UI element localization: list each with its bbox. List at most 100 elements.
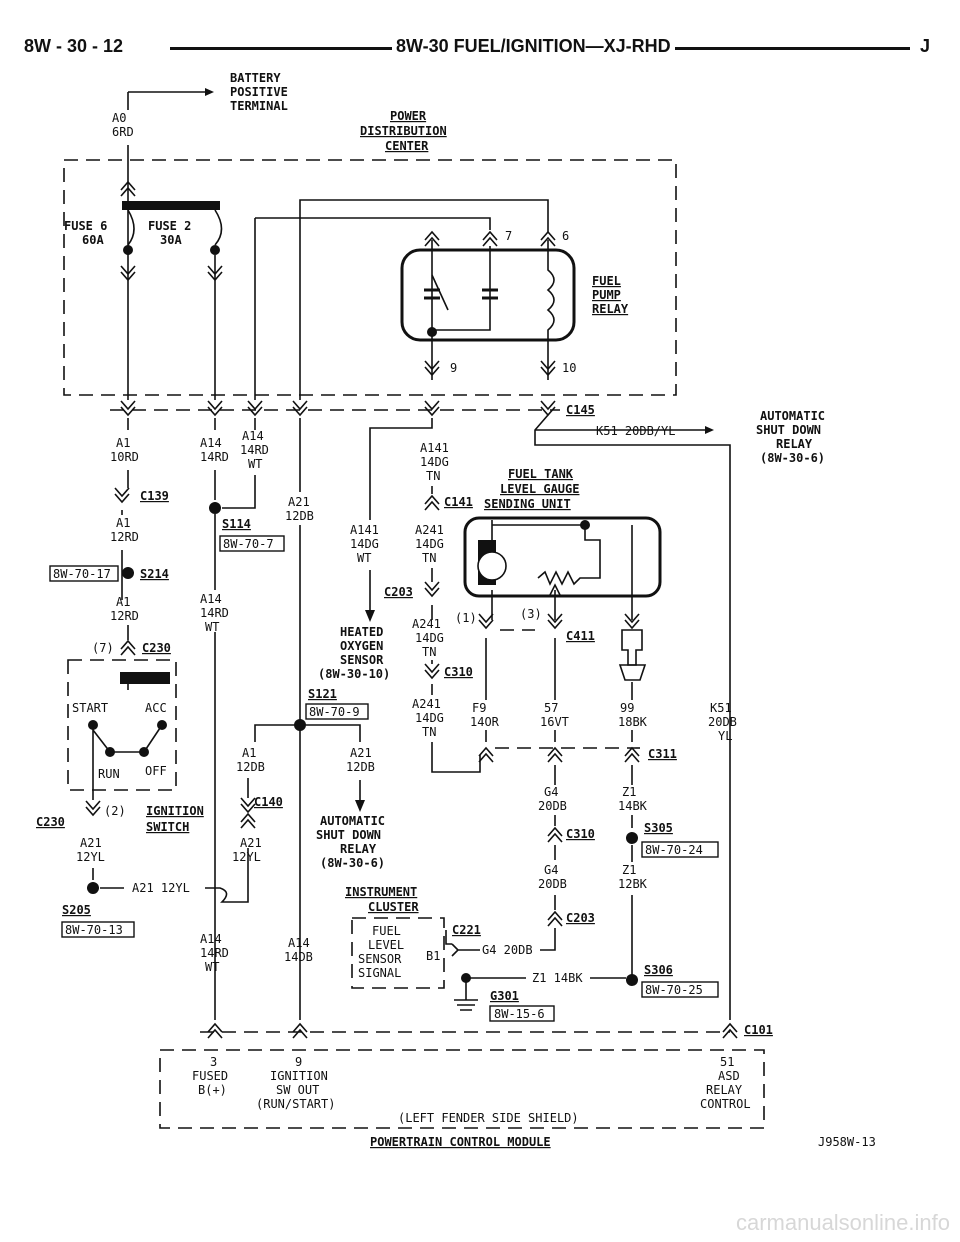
- ignition-switch: [67, 659, 177, 800]
- a21-12yl-2: 12YL: [76, 850, 105, 864]
- g4-1: G4: [544, 785, 558, 799]
- a141-wt-3: WT: [357, 551, 371, 565]
- fuel-level-4: SIGNAL: [358, 966, 401, 980]
- fuse-bus-bar: [122, 201, 220, 210]
- c310-b-label: C310: [566, 827, 595, 841]
- a21-12db-b-1: A21: [350, 746, 372, 760]
- o2-sensor-1: HEATED: [340, 625, 383, 639]
- a141-wt-2: 14DG: [350, 537, 379, 551]
- fpr-label-1: FUEL: [592, 274, 621, 288]
- asd-relay-b-3: RELAY: [340, 842, 377, 856]
- a141-wt-1: A141: [350, 523, 379, 537]
- g301-ground: [454, 977, 526, 1011]
- pdc-label-1: POWER: [390, 109, 427, 123]
- c310-label: C310: [444, 665, 473, 679]
- pcm-pin-51: 51: [720, 1055, 734, 1069]
- shield-note: (LEFT FENDER SIDE SHIELD): [398, 1111, 579, 1125]
- powertrain-control-module: [159, 1049, 765, 1129]
- s205-splice: [87, 882, 99, 894]
- fuel-tank-sending-unit: [463, 516, 662, 620]
- pin-3: (3): [520, 607, 542, 621]
- w99-1: 99: [620, 701, 634, 715]
- c141-label: C141: [444, 495, 473, 509]
- inst-cluster-1: INSTRUMENT: [345, 885, 417, 899]
- z1-14bk-1: Z1: [622, 785, 636, 799]
- ign-switch-1: IGNITION: [146, 804, 204, 818]
- watermark: carmanualsonline.info: [735, 1210, 950, 1235]
- asd-relay-b-4: (8W-30-6): [320, 856, 385, 870]
- s214-splice: [122, 567, 134, 579]
- a14-wt-c-2: 14RD: [200, 946, 229, 960]
- ign-switch-2: SWITCH: [146, 820, 189, 834]
- c311-label: C311: [648, 747, 677, 761]
- a21-12db-2: 12DB: [285, 509, 314, 523]
- inst-cluster-2: CLUSTER: [368, 900, 419, 914]
- s306-label: S306: [644, 963, 673, 977]
- a241-b-1: A241: [412, 617, 441, 631]
- a14-wt-c-3: WT: [205, 960, 219, 974]
- pcm-label: POWERTRAIN CONTROL MODULE: [370, 1135, 551, 1149]
- a1-12rd-b-2: 12RD: [110, 609, 139, 623]
- a141-3: TN: [426, 469, 440, 483]
- a21-12db-b-2: 12DB: [346, 760, 375, 774]
- switch-acc: ACC: [145, 701, 167, 715]
- a1-12db-1: A1: [242, 746, 256, 760]
- a1-12rd-b-1: A1: [116, 595, 130, 609]
- a14-wt-3: WT: [248, 457, 262, 471]
- pin-b1: B1: [426, 949, 440, 963]
- a14-wt-b-3: WT: [205, 620, 219, 634]
- a1-10rd-1: A1: [116, 436, 130, 450]
- c230-b-label: C230: [36, 815, 65, 829]
- battery-label-3: TERMINAL: [230, 99, 288, 113]
- svg-text:8W-70-7: 8W-70-7: [223, 537, 274, 551]
- asd-relay-2: SHUT DOWN: [756, 423, 821, 437]
- o2-sensor-4: (8W-30-10): [318, 667, 390, 681]
- fuel-level-3: SENSOR: [358, 952, 402, 966]
- a14-14rd-2: 14RD: [200, 450, 229, 464]
- a21-12yl-b-1: A21: [240, 836, 262, 850]
- s114-splice: [209, 502, 221, 514]
- ref-8w-70-9: [305, 703, 369, 720]
- instrument-cluster-box: [351, 917, 445, 989]
- pcm-pin-9: 9: [295, 1055, 302, 1069]
- o2-sensor-2: OXYGEN: [340, 639, 383, 653]
- a14-wt-c-1: A14: [200, 932, 222, 946]
- pcm-pin-9-mode: (RUN/START): [256, 1097, 335, 1111]
- battery-label-1: BATTERY: [230, 71, 281, 85]
- fuel-level-1: FUEL: [372, 924, 401, 938]
- fuse2-rating: 30A: [160, 233, 182, 247]
- asd-relay-b-2: SHUT DOWN: [316, 828, 381, 842]
- a14-14rd-1: A14: [200, 436, 222, 450]
- a21-12yl-1: A21: [80, 836, 102, 850]
- s121-label: S121: [308, 687, 337, 701]
- g4-b-2: 20DB: [538, 877, 567, 891]
- z1-12bk-2: 12BK: [618, 877, 648, 891]
- k51-b-1: K51: [710, 701, 732, 715]
- a241-c-3: TN: [422, 725, 436, 739]
- c221-label: C221: [452, 923, 481, 937]
- pcm-pin-9-sub: SW OUT: [276, 1083, 319, 1097]
- a21-12yl-wire: A21 12YL: [132, 881, 190, 895]
- fuel-tank-1: FUEL TANK: [508, 467, 574, 481]
- a141-1: A141: [420, 441, 449, 455]
- z1-14bk-2: 14BK: [618, 799, 648, 813]
- a241-c-1: A241: [412, 697, 441, 711]
- c101-label: C101: [744, 1023, 773, 1037]
- pin-10: 10: [562, 361, 576, 375]
- pcm-pin-3: 3: [210, 1055, 217, 1069]
- a0-gauge: 6RD: [112, 125, 134, 139]
- o2-sensor-3: SENSOR: [340, 653, 384, 667]
- a14-wt-2: 14RD: [240, 443, 269, 457]
- fuel-tank-2: LEVEL GAUGE: [500, 482, 579, 496]
- s114-label: S114: [222, 517, 251, 531]
- switch-run: RUN: [98, 767, 120, 781]
- w57-1: 57: [544, 701, 558, 715]
- pcm-pin-51-sub: RELAY: [706, 1083, 743, 1097]
- z1-12bk-1: Z1: [622, 863, 636, 877]
- switch-start: START: [72, 701, 108, 715]
- s205-label: S205: [62, 903, 91, 917]
- g4-wire-label: G4 20DB: [482, 943, 533, 957]
- a241-b-3: TN: [422, 645, 436, 659]
- a141-2: 14DG: [420, 455, 449, 469]
- page-number: 8W - 30 - 12: [20, 36, 128, 57]
